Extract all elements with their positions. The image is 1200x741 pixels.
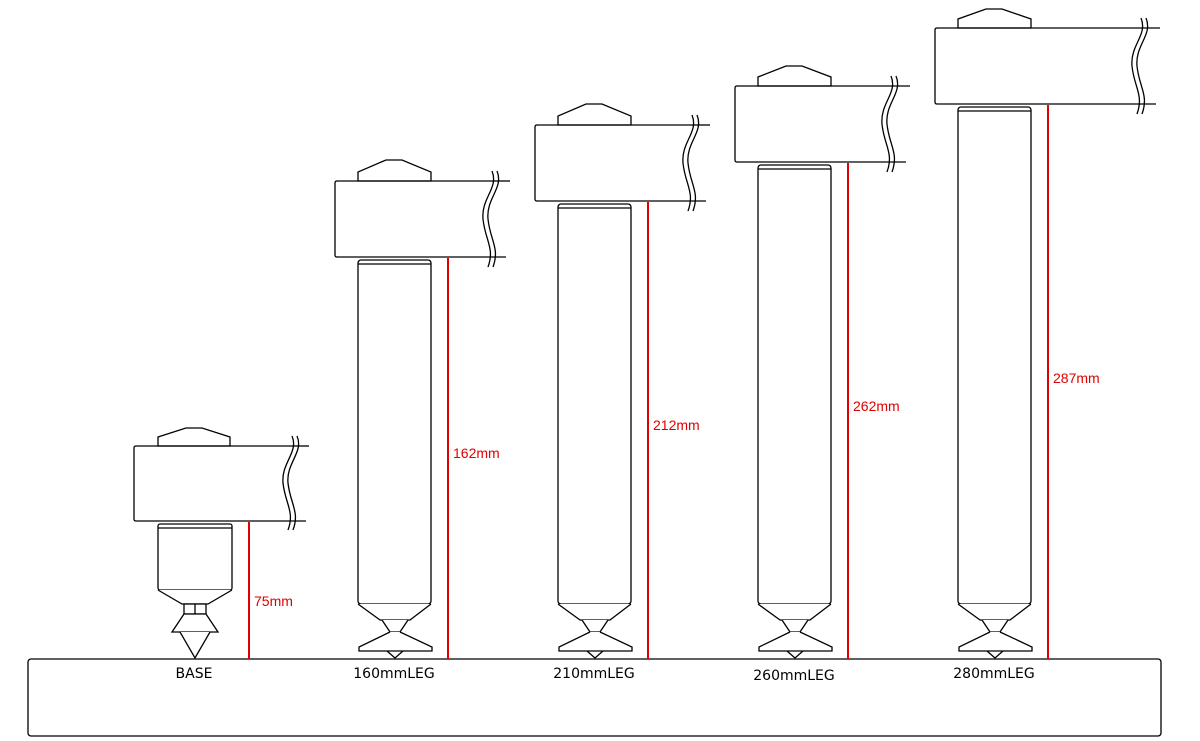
leg260-taper (757, 603, 832, 621)
leg210-spike (586, 650, 604, 659)
leg260-spike (786, 650, 804, 659)
leg280-body (957, 106, 1032, 605)
leg260-top-knob (757, 65, 832, 87)
leg260-height-label: 262mm (853, 398, 900, 414)
leg260-name-label: 260mmLEG (753, 668, 835, 684)
base-body (157, 523, 233, 591)
leg260-furniture-plank (734, 75, 910, 173)
leg260-cone (758, 631, 833, 652)
leg160-body (357, 259, 432, 605)
leg210-top-knob (557, 103, 632, 126)
leg260-body (757, 164, 832, 605)
variant-leg160: 162mm 160mmLEG (334, 159, 510, 682)
leg280-top-knob (957, 8, 1032, 29)
leg210-height-label: 212mm (653, 417, 700, 433)
leg280-spike (986, 650, 1004, 659)
leg280-taper (957, 603, 1032, 621)
base-height-label: 75mm (254, 593, 293, 609)
floor-plate (27, 658, 1162, 737)
leg280-name-label: 280mmLEG (953, 666, 1035, 682)
variant-leg210: 212mm 210mmLEG (534, 103, 710, 682)
leg210-body (557, 203, 632, 605)
leg210-furniture-plank (534, 114, 710, 212)
leg210-adjuster (581, 619, 609, 633)
base-taper (157, 589, 233, 605)
leg160-cone (358, 631, 433, 652)
base-cone (170, 613, 220, 633)
base-top-knob (157, 427, 231, 447)
leg160-height-label: 162mm (453, 445, 500, 461)
variant-base: 75mm BASE (133, 427, 309, 682)
leg280-height-label: 287mm (1053, 370, 1100, 386)
base-name-label: BASE (176, 666, 213, 682)
leg260-adjuster (781, 619, 809, 633)
leg160-adjuster (381, 619, 409, 633)
leg280-adjuster (981, 619, 1009, 633)
leg280-furniture-plank (934, 17, 1160, 115)
base-furniture-plank (133, 435, 309, 531)
leg280-cone (958, 631, 1033, 652)
leg210-taper (557, 603, 632, 621)
variant-leg280: 287mm 280mmLEG (934, 8, 1160, 682)
leg210-name-label: 210mmLEG (553, 666, 635, 682)
leg160-spike (386, 650, 404, 659)
leg160-taper (357, 603, 432, 621)
leg210-cone (558, 631, 633, 652)
leg160-name-label: 160mmLEG (353, 666, 435, 682)
base-spike (179, 631, 211, 660)
variant-leg260: 262mm 260mmLEG (734, 65, 910, 684)
leg160-top-knob (357, 159, 432, 182)
leg160-furniture-plank (334, 170, 510, 268)
